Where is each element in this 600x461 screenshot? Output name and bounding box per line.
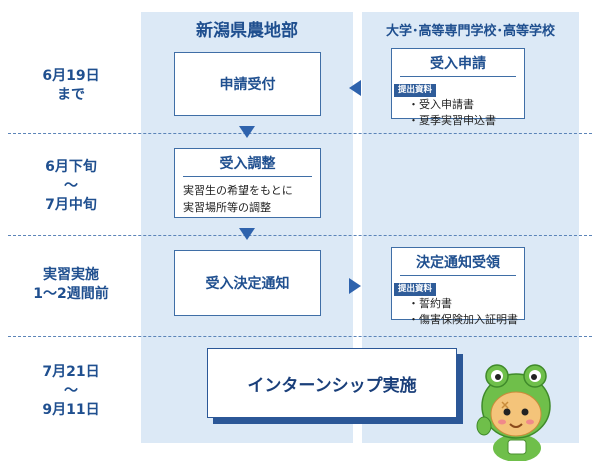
arrow-left-icon bbox=[349, 80, 361, 96]
prefecture-column-header: 新潟県農地部 bbox=[196, 21, 298, 41]
timeline-label-4: 7月21日～9月11日 bbox=[42, 364, 100, 418]
row-divider-1 bbox=[8, 133, 592, 134]
row-divider-2 bbox=[8, 235, 592, 236]
timeline-label-1: 6月19日まで bbox=[42, 68, 100, 103]
acceptance-adjustment-box: 受入調整 実習生の希望をもとに実習場所等の調整 bbox=[174, 148, 321, 218]
internship-label: インターンシップ実施 bbox=[247, 375, 417, 396]
timeline-label-2: 6月下旬～7月中旬 bbox=[45, 159, 97, 213]
application-receipt-box: 申請受付 bbox=[174, 52, 321, 116]
acceptance-decision-label: 受入決定通知 bbox=[205, 276, 290, 292]
application-doc-list: ・受入申請書・夏季実習申込書 bbox=[408, 98, 496, 127]
acceptance-decision-box: 受入決定通知 bbox=[174, 250, 321, 316]
arrow-down-1-icon bbox=[239, 126, 255, 138]
school-column-header: 大学･高等専門学校･高等学校 bbox=[385, 24, 555, 39]
acceptance-adjustment-title: 受入調整 bbox=[183, 153, 312, 177]
arrow-down-2-icon bbox=[239, 228, 255, 240]
acceptance-adjustment-body: 実習生の希望をもとに実習場所等の調整 bbox=[183, 184, 293, 214]
application-receipt-label: 申請受付 bbox=[219, 77, 276, 93]
decision-notice-title: 決定通知受領 bbox=[400, 252, 516, 276]
acceptance-application-title: 受入申請 bbox=[400, 53, 516, 77]
internship-box: インターンシップ実施 bbox=[207, 348, 457, 418]
decision-notice-box: 決定通知受領 提出資料 ・誓約書・傷害保険加入証明書 bbox=[391, 247, 525, 326]
acceptance-application-box: 受入申請 提出資料 ・受入申請書・夏季実習申込書 bbox=[391, 48, 525, 127]
submission-docs-tag-1: 提出資料 bbox=[394, 84, 437, 97]
frog-mascot-icon bbox=[476, 364, 551, 461]
arrow-right-icon bbox=[349, 278, 361, 294]
submission-docs-tag-2: 提出資料 bbox=[394, 283, 437, 296]
row-divider-3 bbox=[8, 336, 592, 337]
notice-doc-list: ・誓約書・傷害保険加入証明書 bbox=[408, 297, 518, 326]
